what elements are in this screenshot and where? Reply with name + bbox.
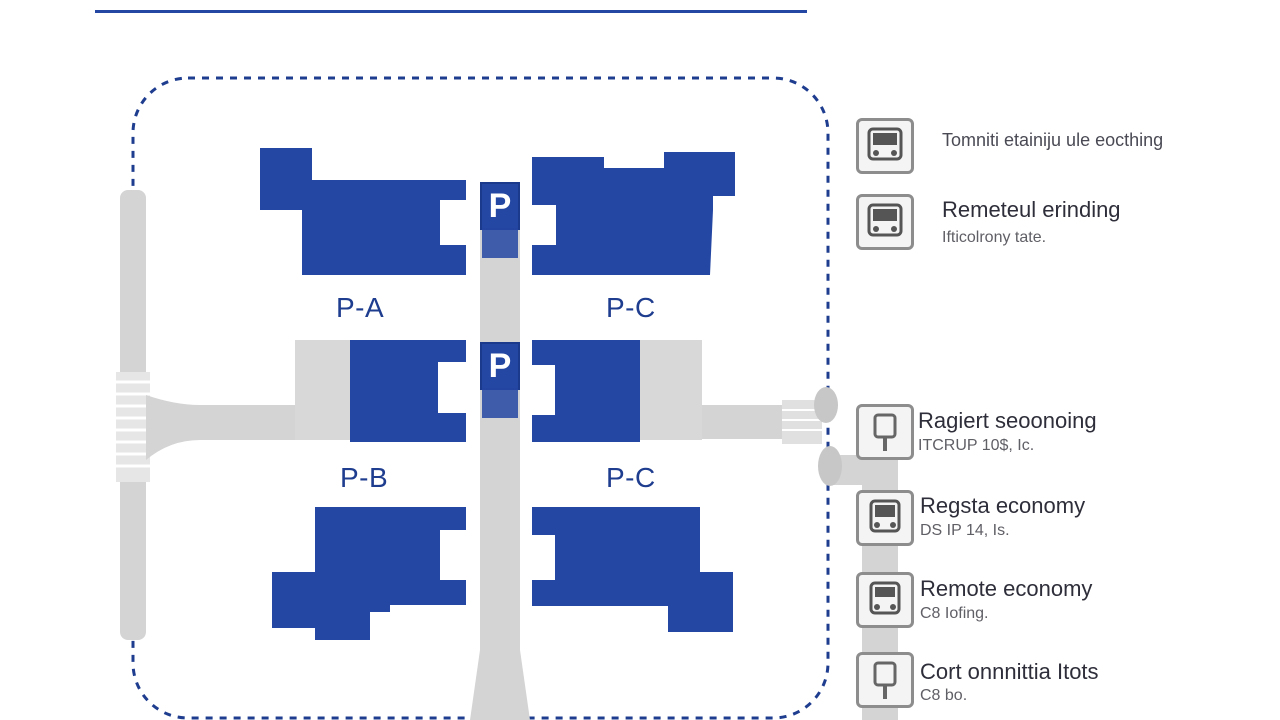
lot-pa-building — [260, 148, 466, 275]
crosswalk-stripes — [116, 380, 150, 468]
legend-subtitle: ITCRUP 10$, Ic. — [918, 437, 1035, 454]
legend-title: Cort onnnittia Itots — [920, 659, 1099, 684]
central-road — [480, 210, 520, 720]
lot-label-pc: P-C — [606, 292, 656, 323]
title-underline — [95, 10, 807, 13]
lot-pb-south-building — [272, 507, 466, 640]
bus-icon — [856, 118, 914, 174]
legend-title: Tomniti etainiju ule eocthing — [942, 130, 1164, 150]
legend-title: Remote economy — [920, 576, 1093, 601]
central-road-end — [470, 650, 530, 720]
parking-sign: P — [480, 342, 520, 390]
legend-title: Ragiert seoonoing — [918, 408, 1097, 433]
parking-meter-icon — [856, 652, 914, 708]
legend-title: Remeteul erinding — [942, 197, 1121, 222]
garage-pad — [295, 340, 350, 440]
garage-pad — [640, 340, 702, 440]
lot-pc2-south-building — [532, 507, 733, 632]
crosswalk — [116, 372, 150, 482]
lot-label-pc: P-C — [606, 462, 656, 493]
parking-meter-icon — [856, 404, 914, 460]
lot-label-pa: P-A — [336, 292, 385, 323]
lot-pc1-building — [532, 152, 735, 275]
bollard — [814, 387, 838, 423]
legend-subtitle: Ifticolrony tate. — [942, 229, 1047, 246]
bus-icon — [856, 194, 914, 250]
lot-label-pb: P-B — [340, 462, 389, 493]
lot-pb-building — [350, 340, 466, 442]
bollard — [818, 446, 842, 486]
shuttle-icon — [856, 572, 914, 628]
legend-subtitle: C8 bo. — [920, 687, 968, 704]
legend-title: Regsta economy — [920, 493, 1086, 518]
parking-sign-post — [482, 228, 518, 258]
lot-pc2-building — [532, 340, 640, 442]
parking-sign: P — [480, 182, 520, 230]
parking-sign-post — [482, 388, 518, 418]
legend-subtitle: C8 Iofing. — [920, 605, 989, 622]
bus-icon — [856, 490, 914, 546]
legend-subtitle: DS IP 14, Is. — [920, 522, 1010, 539]
west-connector-road — [146, 395, 300, 460]
